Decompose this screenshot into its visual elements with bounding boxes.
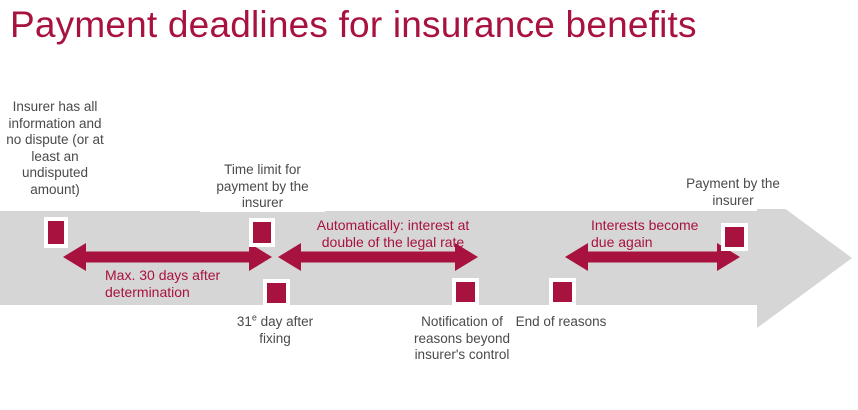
milestone-marker-4[interactable] bbox=[452, 278, 479, 306]
ordinal-rest: day after fixing bbox=[256, 314, 314, 346]
label-insurer-has-all-information: Insurer has all information and no dispu… bbox=[0, 99, 110, 198]
milestone-marker-2[interactable] bbox=[249, 218, 275, 247]
milestone-marker-1[interactable] bbox=[44, 217, 68, 248]
ordinal-suffix: e bbox=[251, 312, 257, 323]
arrow-label-max-30-days: Max. 30 days after determination bbox=[105, 267, 221, 300]
arrow-automatic-interest bbox=[278, 243, 478, 271]
milestone-square-5 bbox=[553, 282, 572, 302]
label-payment-by-the-insurer: Payment by the insurer bbox=[673, 176, 793, 209]
label-end-of-reasons: End of reasons bbox=[512, 314, 610, 331]
arrow-max-30-days bbox=[63, 243, 272, 271]
arrow-label-automatic-interest: Automatically: interest at double of the… bbox=[316, 217, 470, 250]
timeline-arrows bbox=[63, 243, 740, 271]
milestone-marker-5[interactable] bbox=[549, 278, 576, 306]
milestone-square-2 bbox=[253, 222, 271, 243]
page-title: Payment deadlines for insurance benefits bbox=[10, 4, 697, 45]
ordinal-number: 31 bbox=[236, 314, 252, 329]
label-notification-of-reasons: Notification of reasons beyond insurer's… bbox=[409, 314, 515, 364]
arrow-label-interests-due-again: Interests become due again bbox=[591, 217, 699, 250]
label-31e-day-after-fixing: 31e day after fixing bbox=[222, 312, 328, 347]
milestone-square-3 bbox=[267, 283, 286, 303]
milestone-square-1 bbox=[48, 221, 64, 244]
label-time-limit-for-payment: Time limit for payment by the insurer bbox=[200, 162, 325, 212]
milestone-square-6 bbox=[725, 227, 744, 247]
milestone-marker-3[interactable] bbox=[263, 279, 290, 307]
milestone-marker-6[interactable] bbox=[721, 223, 748, 251]
milestone-square-4 bbox=[456, 282, 475, 302]
